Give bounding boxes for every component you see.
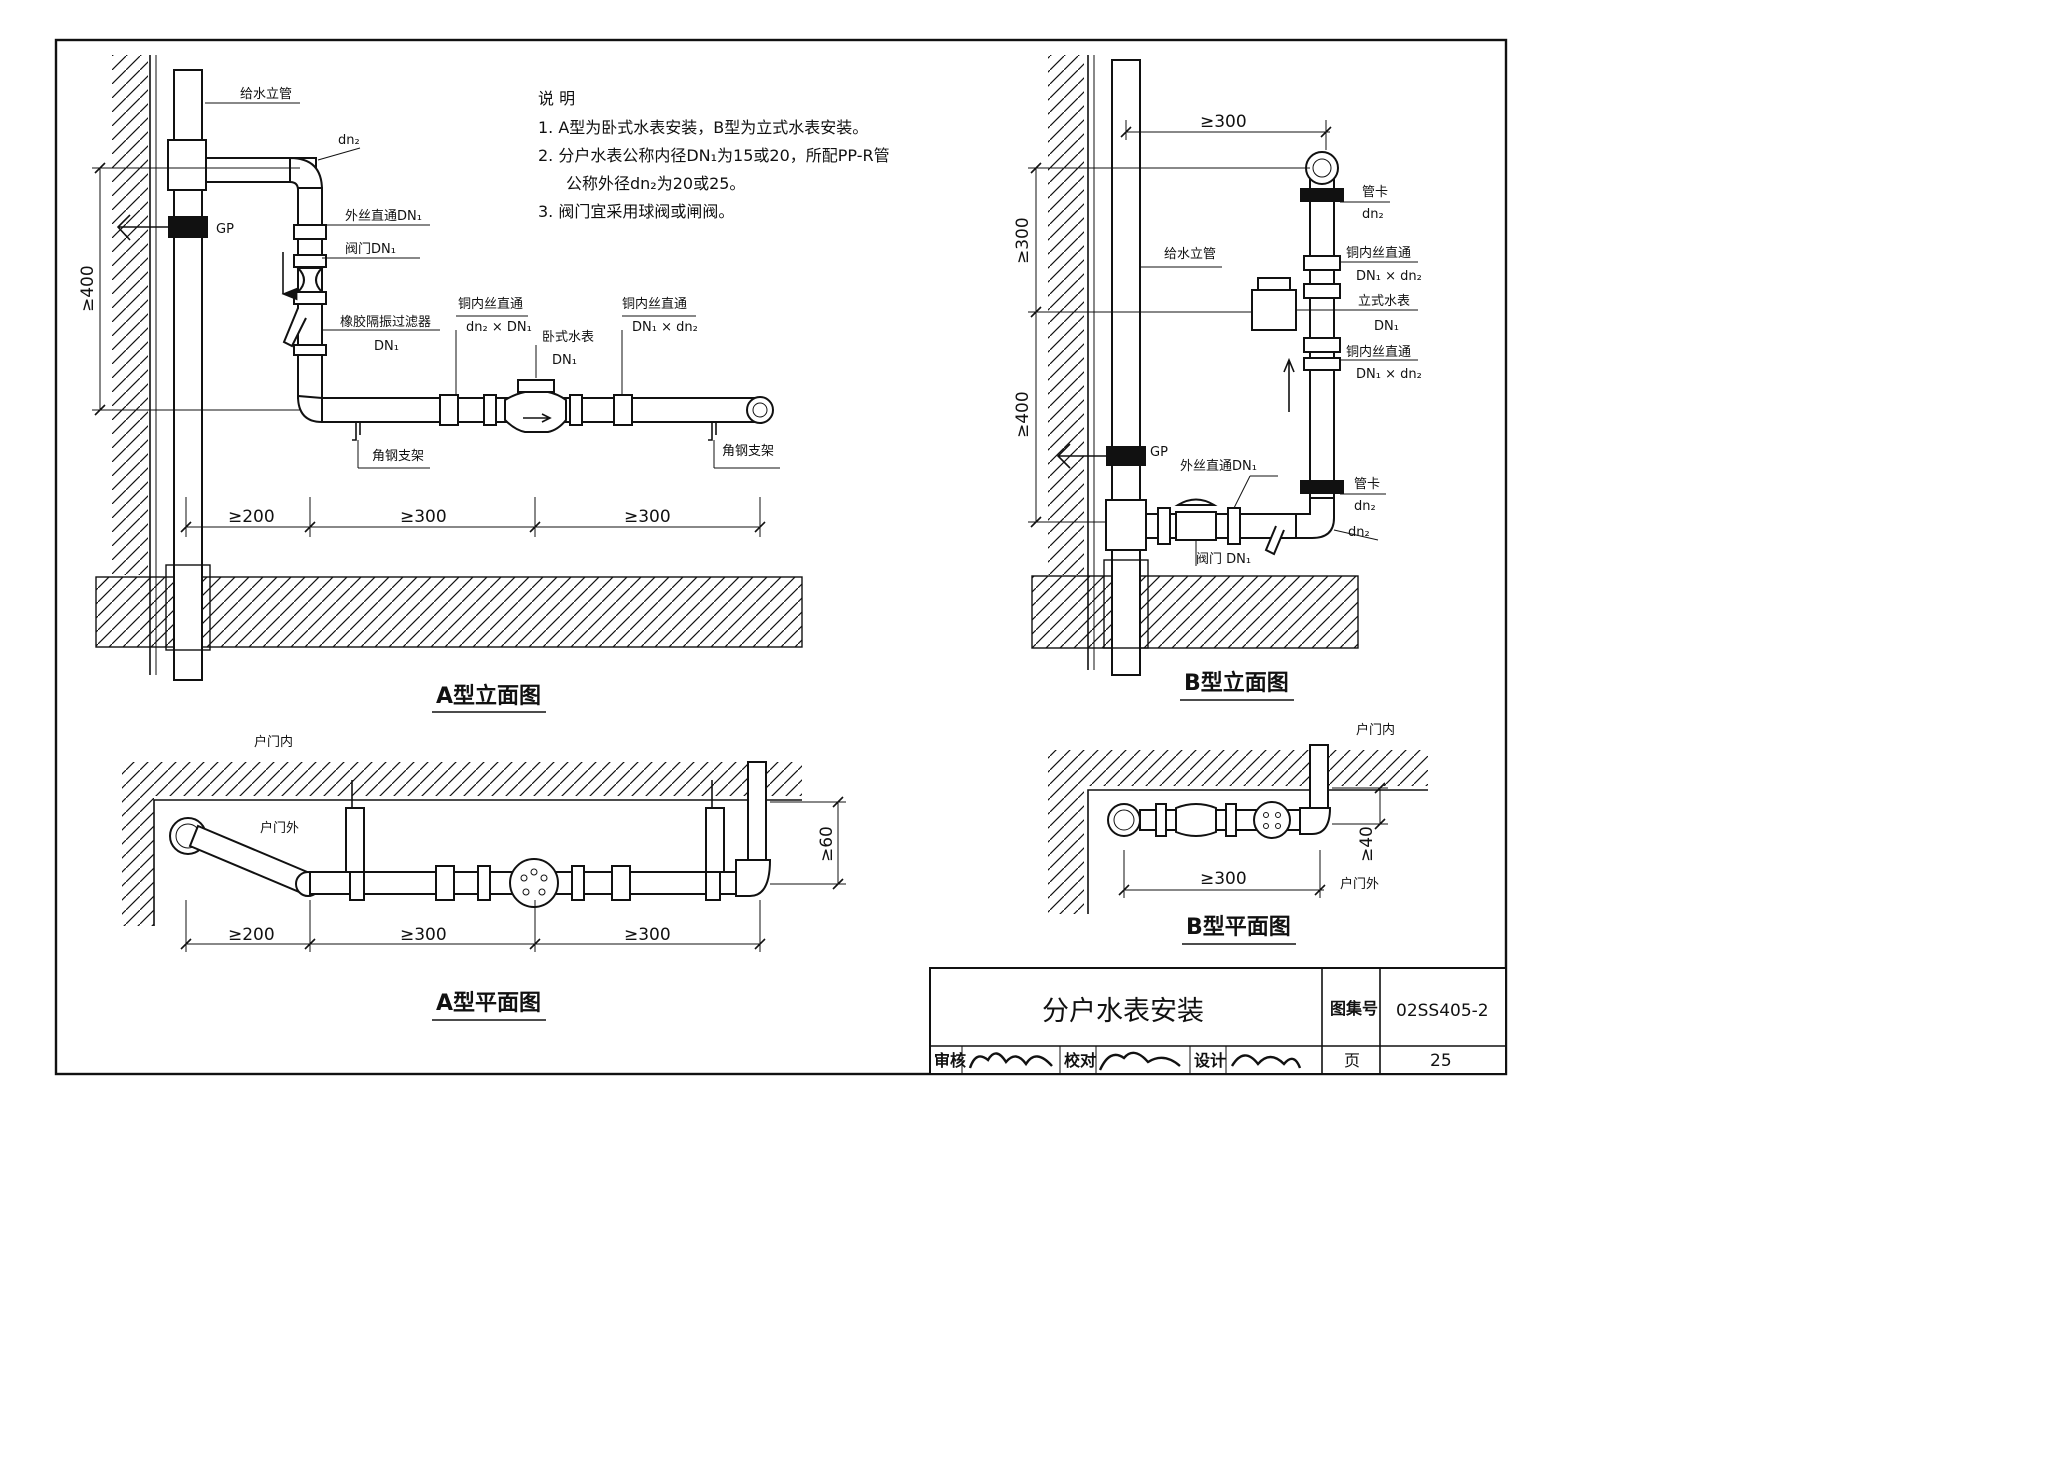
b-elev-dim-top-width: ≥300 [1200, 112, 1247, 132]
review-label: 审核 [934, 1051, 966, 1070]
cu-coupling-left-label: 铜内丝直通 [458, 296, 523, 312]
note-2: 2. 分户水表公称内径DN₁为15或20，所配PP-R管 [538, 146, 890, 165]
a-elev-dim-seg3: ≥300 [624, 507, 671, 527]
plan-wall-hatch [122, 762, 802, 796]
title-block: 分户水表安装 图集号 02SS405-2 审核 校对 设计 页 25 [929, 967, 1507, 1075]
a-plan-dim-offset: ≥60 [817, 826, 837, 862]
b-cu-coupling-top-size: DN₁ × dn₂ [1356, 269, 1422, 284]
design-signature [1230, 1054, 1302, 1069]
a-plan: 户门内 户门外 ≥60 [122, 734, 846, 1021]
plan-meter [509, 858, 559, 908]
b-plan-dim-offset: ≥40 [1357, 826, 1377, 862]
check-label: 校对 [1064, 1051, 1096, 1070]
page-number: 25 [1430, 1051, 1452, 1071]
bracket-left-label: 角钢支架 [372, 449, 424, 464]
b-clip-top-size: dn₂ [1362, 207, 1384, 222]
page-label: 页 [1344, 1051, 1360, 1070]
b-plan: 户门内 户门外 ≥40 ≥300 B型平面图 [1048, 722, 1428, 945]
atlas-label: 图集号 [1330, 999, 1378, 1018]
drawing-title: 分户水表安装 [1042, 996, 1204, 1027]
b-elev-dim-lower-height: ≥400 [1013, 391, 1033, 438]
cu-coupling-right-size: DN₁ × dn₂ [632, 320, 698, 335]
riser-label: 给水立管 [240, 87, 292, 102]
b-elevation-title: B型立面图 [1184, 670, 1289, 696]
a-elev-dim-height: ≥400 [78, 265, 98, 312]
b-plan-door-inside: 户门内 [1356, 722, 1395, 738]
ext-coupling-label: 外丝直通DN₁ [345, 209, 422, 224]
b-vertical-pipe [1309, 167, 1335, 499]
filter-label: 橡胶隔振过滤器 [340, 314, 431, 330]
dn2-label: dn₂ [338, 133, 360, 148]
b-riser-pipe [1111, 59, 1141, 676]
design-label: 设计 [1194, 1051, 1226, 1070]
b-elev-dim-upper-height: ≥300 [1013, 217, 1033, 264]
cu-coupling-left-size: dn₂ × DN₁ [466, 320, 532, 335]
note-3: 3. 阀门宜采用球阀或闸阀。 [538, 202, 734, 221]
note-1: 1. A型为卧式水表安装，B型为立式水表安装。 [538, 118, 868, 137]
note-2-cont: 公称外径dn₂为20或25。 [566, 174, 745, 193]
a-elevation: GP 给水立管 dn₂ 外丝直通DN₁ 阀门DN₁ 橡胶隔振过滤器 DN₁ [78, 55, 803, 713]
a-plan-door-inside: 户门内 [254, 734, 293, 750]
a-plan-dim-seg1: ≥200 [228, 925, 275, 945]
b-floor-slab [1031, 575, 1359, 649]
b-plan-title: B型平面图 [1186, 915, 1291, 940]
b-plan-riser [1107, 803, 1141, 837]
notes-block: 说 明 1. A型为卧式水表安装，B型为立式水表安装。 2. 分户水表公称内径D… [538, 89, 890, 221]
b-cu-coupling-bottom-size: DN₁ × dn₂ [1356, 367, 1422, 382]
a-elevation-title: A型立面图 [436, 683, 541, 709]
notes-heading: 说 明 [538, 89, 575, 108]
bracket-right-label: 角钢支架 [722, 444, 774, 459]
b-elevation: GP 给水立管 管卡 dn₂ 铜内丝直通 DN₁ × dn₂ 立式水表 DN₁ [1013, 55, 1422, 701]
a-plan-dim-seg3: ≥300 [624, 925, 671, 945]
meter-size-label: DN₁ [552, 353, 577, 368]
b-plan-dim-width: ≥300 [1200, 869, 1247, 889]
atlas-number: 02SS405-2 [1396, 1001, 1489, 1021]
b-valve-label: 阀门 DN₁ [1196, 552, 1251, 567]
check-signature [1098, 1051, 1181, 1071]
b-cu-coupling-bottom-label: 铜内丝直通 [1346, 344, 1411, 360]
sheet-border [54, 38, 1508, 1076]
floor-sleeve [165, 564, 211, 651]
b-cu-coupling-top-label: 铜内丝直通 [1346, 245, 1411, 261]
b-meter-size: DN₁ [1374, 319, 1399, 334]
meter-label: 卧式水表 [542, 330, 594, 345]
cu-coupling-right-label: 铜内丝直通 [622, 296, 687, 312]
b-clip-top-label: 管卡 [1362, 185, 1388, 200]
wall-hatch [112, 55, 148, 575]
b-plan-door-outside: 户门外 [1340, 876, 1379, 892]
drawing-sheet: 说 明 1. A型为卧式水表安装，B型为立式水表安装。 2. 分户水表公称内径D… [54, 38, 1508, 1076]
b-gp-label: GP [1150, 445, 1168, 460]
review-signature [968, 1052, 1053, 1069]
gp-label: GP [216, 222, 234, 237]
b-gp-clamp [1106, 446, 1146, 466]
tee-fitting [167, 139, 207, 191]
b-vertical-meter [1251, 289, 1297, 331]
b-plan-meter [1253, 801, 1291, 839]
horizontal-water-meter [504, 391, 567, 433]
a-elev-dim-seg1: ≥200 [228, 507, 275, 527]
b-elbow-label: dn₂ [1348, 525, 1370, 540]
a-plan-title: A型平面图 [436, 991, 541, 1016]
valve-label: 阀门DN₁ [345, 242, 396, 257]
b-ext-coupling-label: 外丝直通DN₁ [1180, 459, 1257, 474]
a-plan-dim-seg2: ≥300 [400, 925, 447, 945]
a-elev-dim-seg2: ≥300 [400, 507, 447, 527]
b-riser-label: 给水立管 [1164, 247, 1216, 262]
b-clip-bottom-size: dn₂ [1354, 499, 1376, 514]
a-plan-door-outside: 户门外 [260, 820, 299, 836]
floor-slab [95, 576, 803, 648]
gp-clamp [168, 216, 208, 238]
b-clip-bottom-label: 管卡 [1354, 477, 1380, 492]
filter-size-label: DN₁ [374, 339, 399, 354]
b-meter-label: 立式水表 [1358, 294, 1410, 309]
